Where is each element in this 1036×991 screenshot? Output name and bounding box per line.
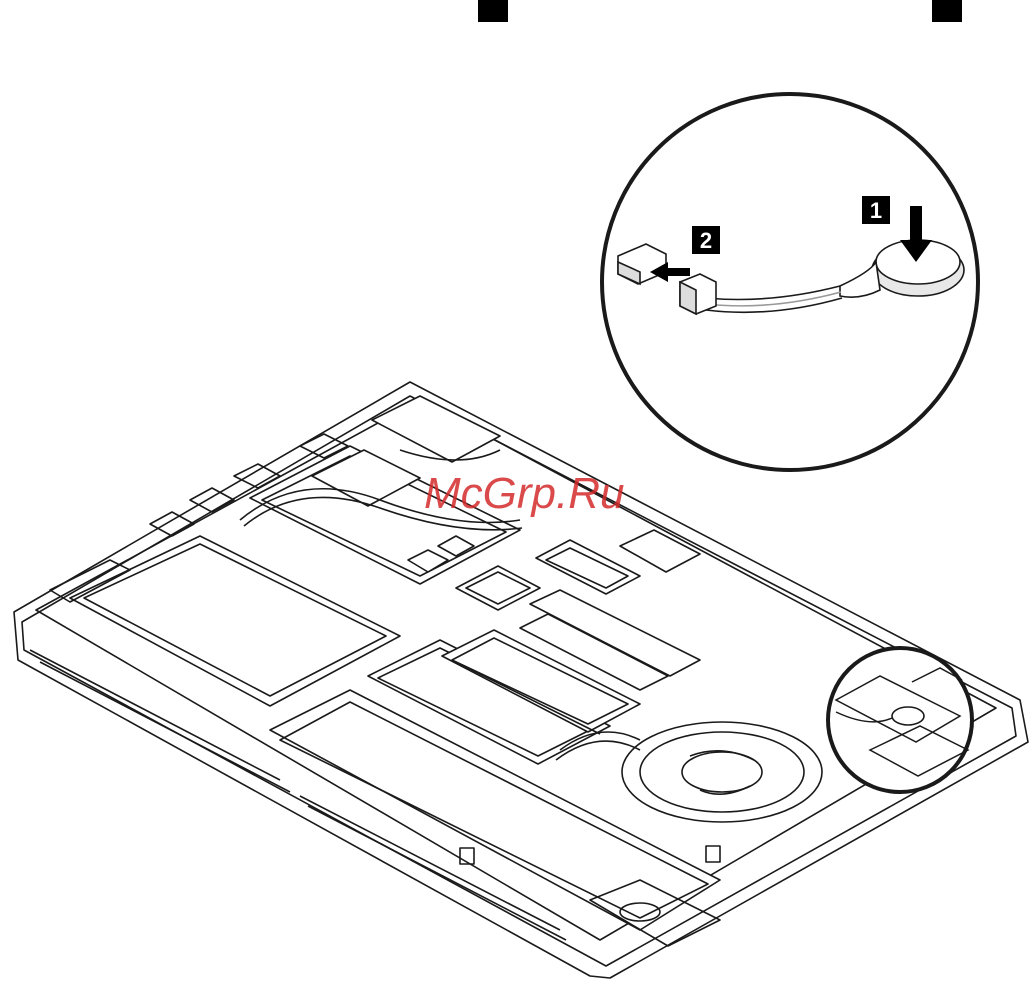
cable-connector <box>680 274 716 314</box>
page-marker-left <box>478 0 508 22</box>
step-1-label: 1 <box>870 198 882 223</box>
step-1-badge: 1 <box>862 196 890 224</box>
cooling-fan <box>622 722 822 822</box>
detail-callout: 1 2 <box>602 94 978 470</box>
page-marker-right <box>932 0 962 22</box>
watermark: McGrp.Ru <box>424 469 624 518</box>
step-2-badge: 2 <box>692 226 720 254</box>
location-circle <box>828 648 972 792</box>
step-2-label: 2 <box>700 228 712 253</box>
